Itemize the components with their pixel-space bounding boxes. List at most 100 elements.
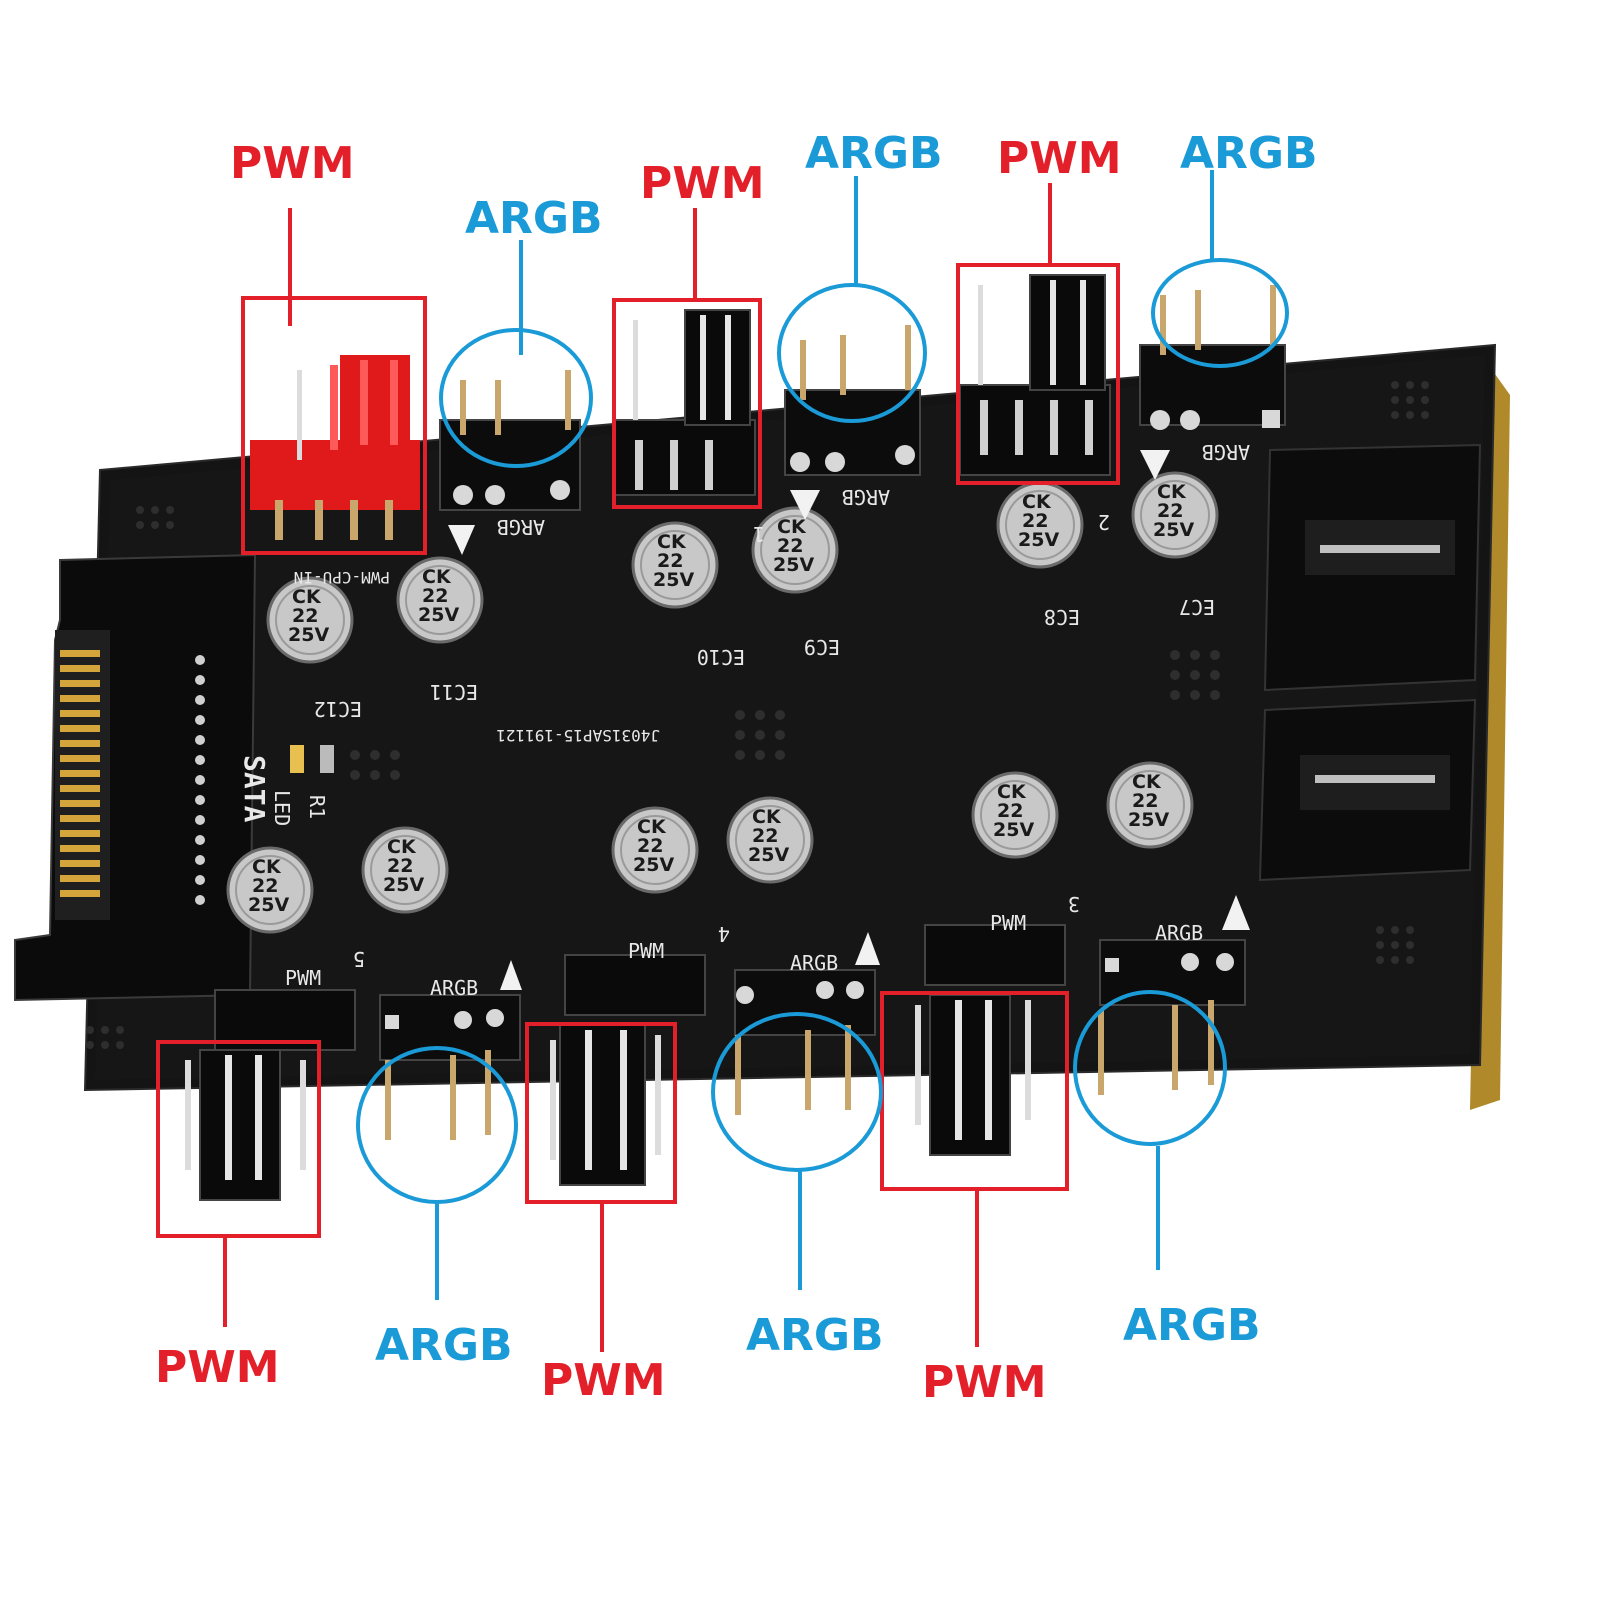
silk-n3: 3 <box>1068 892 1080 916</box>
capacitor: CK 22 25V <box>971 771 1059 859</box>
capacitor-brand: CK <box>1132 771 1162 793</box>
capacitor-value: 22 <box>997 800 1023 822</box>
capacitor-value: 22 <box>637 835 663 857</box>
capacitor-value: 22 <box>1157 500 1183 522</box>
argb-label: ARGB <box>746 1310 884 1361</box>
capacitor-value: 22 <box>292 605 318 627</box>
top-pwm-header-2 <box>959 274 1111 476</box>
pwm-label: PWM <box>230 138 355 189</box>
pwm-label: PWM <box>640 158 765 209</box>
capacitor: CK 22 25V <box>1106 761 1194 849</box>
capacitor-brand: CK <box>252 856 282 878</box>
top-argb-header-2 <box>784 325 921 476</box>
capacitor-brand: CK <box>1157 481 1187 503</box>
silk-argb: ARGB <box>497 515 545 539</box>
capacitor-brand: CK <box>1022 491 1052 513</box>
bottom-pwm-header-2 <box>550 954 706 1186</box>
silk-led: LED <box>270 790 294 826</box>
capacitor-voltage: 25V <box>248 894 289 916</box>
capacitor-voltage: 25V <box>288 624 329 646</box>
silk-pwm: PWM <box>285 966 321 990</box>
annotations <box>156 170 1289 1352</box>
capacitor-brand: CK <box>752 806 782 828</box>
capacitor-brand: CK <box>657 531 687 553</box>
top-argb-header-1 <box>439 370 581 511</box>
capacitor-voltage: 25V <box>418 604 459 626</box>
top-pwm-header-1 <box>614 309 756 496</box>
right-ports <box>1258 443 1482 882</box>
silk-ec10: EC10 <box>697 645 745 669</box>
capacitor: CK 22 25V <box>726 796 814 884</box>
silk-r1: R1 <box>305 795 329 819</box>
silk-argb: ARGB <box>1202 440 1250 464</box>
capacitor: CK 22 25V <box>361 826 449 914</box>
capacitor-voltage: 25V <box>1153 519 1194 541</box>
pwm-label: PWM <box>997 133 1122 184</box>
pwm-highlight-box <box>612 298 762 509</box>
silk-ec8: EC8 <box>1044 605 1080 629</box>
capacitor-value: 22 <box>422 585 448 607</box>
capacitor-brand: CK <box>637 816 667 838</box>
capacitor-voltage: 25V <box>993 819 1034 841</box>
capacitor-value: 22 <box>1022 510 1048 532</box>
pwm-label: PWM <box>922 1357 1047 1408</box>
silk-n4: 4 <box>718 922 730 946</box>
argb-highlight-circle <box>1073 990 1227 1146</box>
capacitor-brand: CK <box>387 836 417 858</box>
capacitor: CK 22 25V <box>751 506 839 594</box>
capacitor-value: 22 <box>1132 790 1158 812</box>
capacitor-value: 22 <box>752 825 778 847</box>
capacitors: CK 22 25V CK 22 25V CK 22 25V CK 22 25V <box>226 471 1219 934</box>
silk-part-number: J4031SAP15-191121 <box>496 726 660 745</box>
capacitor-brand: CK <box>777 516 807 538</box>
capacitor-brand: CK <box>422 566 452 588</box>
capacitor-value: 22 <box>657 550 683 572</box>
silk-argb: ARGB <box>790 951 838 975</box>
pwm-cpu-in-connector <box>250 355 420 540</box>
pwm-highlight-box <box>956 263 1120 485</box>
capacitor-value: 22 <box>252 875 278 897</box>
silk-argb: ARGB <box>430 976 478 1000</box>
capacitor-voltage: 25V <box>773 554 814 576</box>
silk-n2: 2 <box>1098 510 1110 534</box>
annotation-labels: PWM ARGB PWM ARGB PWM ARGB PWM ARGB PWM … <box>155 128 1318 1408</box>
capacitor-voltage: 25V <box>748 844 789 866</box>
silk-ec11: EC11 <box>430 680 478 704</box>
silk-ec9: EC9 <box>804 635 840 659</box>
capacitor: CK 22 25V <box>226 846 314 934</box>
silkscreen: EC12 EC11 EC10 EC9 EC8 EC7 J4031SAP15-19… <box>86 381 1429 1049</box>
capacitor-voltage: 25V <box>1128 809 1169 831</box>
silk-n1: 1 <box>753 522 765 546</box>
capacitor-brand: CK <box>292 586 322 608</box>
capacitor: CK 22 25V <box>266 576 354 664</box>
capacitor-voltage: 25V <box>653 569 694 591</box>
silk-pwm-cpu-in: PWM-CPU-IN <box>294 568 390 587</box>
silk-ec7: EC7 <box>1179 595 1215 619</box>
sata-connector <box>14 553 257 1002</box>
capacitor-value: 22 <box>777 535 803 557</box>
capacitor: CK 22 25V <box>396 556 484 644</box>
argb-label: ARGB <box>1180 128 1318 179</box>
silk-argb: ARGB <box>1155 921 1203 945</box>
argb-label: ARGB <box>1123 1300 1261 1351</box>
capacitor-voltage: 25V <box>633 854 674 876</box>
bottom-pwm-header-3 <box>915 924 1066 1156</box>
argb-label: ARGB <box>465 193 603 244</box>
bottom-argb-header-3 <box>1098 939 1246 1095</box>
silk-n5: 5 <box>353 947 365 971</box>
top-argb-header-3 <box>1139 285 1286 430</box>
capacitor-value: 22 <box>387 855 413 877</box>
capacitor-voltage: 25V <box>383 874 424 896</box>
pwm-label: PWM <box>155 1342 280 1393</box>
argb-highlight-circle <box>1151 258 1289 368</box>
pwm-highlight-box <box>241 296 427 555</box>
argb-highlight-circle <box>711 1012 883 1172</box>
silk-pwm: PWM <box>628 939 664 963</box>
argb-highlight-circle <box>777 283 927 423</box>
argb-highlight-circle <box>439 328 593 468</box>
capacitor-voltage: 25V <box>1018 529 1059 551</box>
capacitor: CK 22 25V <box>631 521 719 609</box>
silk-sata: SATA <box>238 755 271 823</box>
resistor-pad <box>320 745 334 773</box>
